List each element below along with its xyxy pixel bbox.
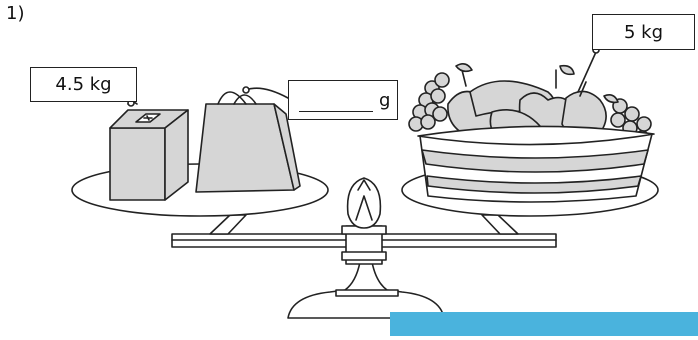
question-number: 1)	[6, 3, 24, 24]
weight-block-icon	[110, 100, 188, 200]
scale-base	[288, 262, 444, 318]
fruit-weight-label-tag: 5 kg	[592, 14, 695, 50]
answer-blank[interactable]	[299, 89, 373, 112]
fruit-weight-text: 5 kg	[624, 22, 663, 43]
shopping-bag-icon	[196, 87, 300, 192]
weight-label-tag: 4.5 kg	[30, 67, 137, 102]
bag-unit-text: g	[379, 90, 390, 111]
fruit-basket-icon	[409, 47, 654, 202]
bottom-accent-strip	[390, 312, 698, 336]
bag-weight-answer-tag: g	[288, 80, 398, 120]
weight-label-text: 4.5 kg	[55, 74, 111, 95]
scale-pillar	[342, 178, 386, 264]
